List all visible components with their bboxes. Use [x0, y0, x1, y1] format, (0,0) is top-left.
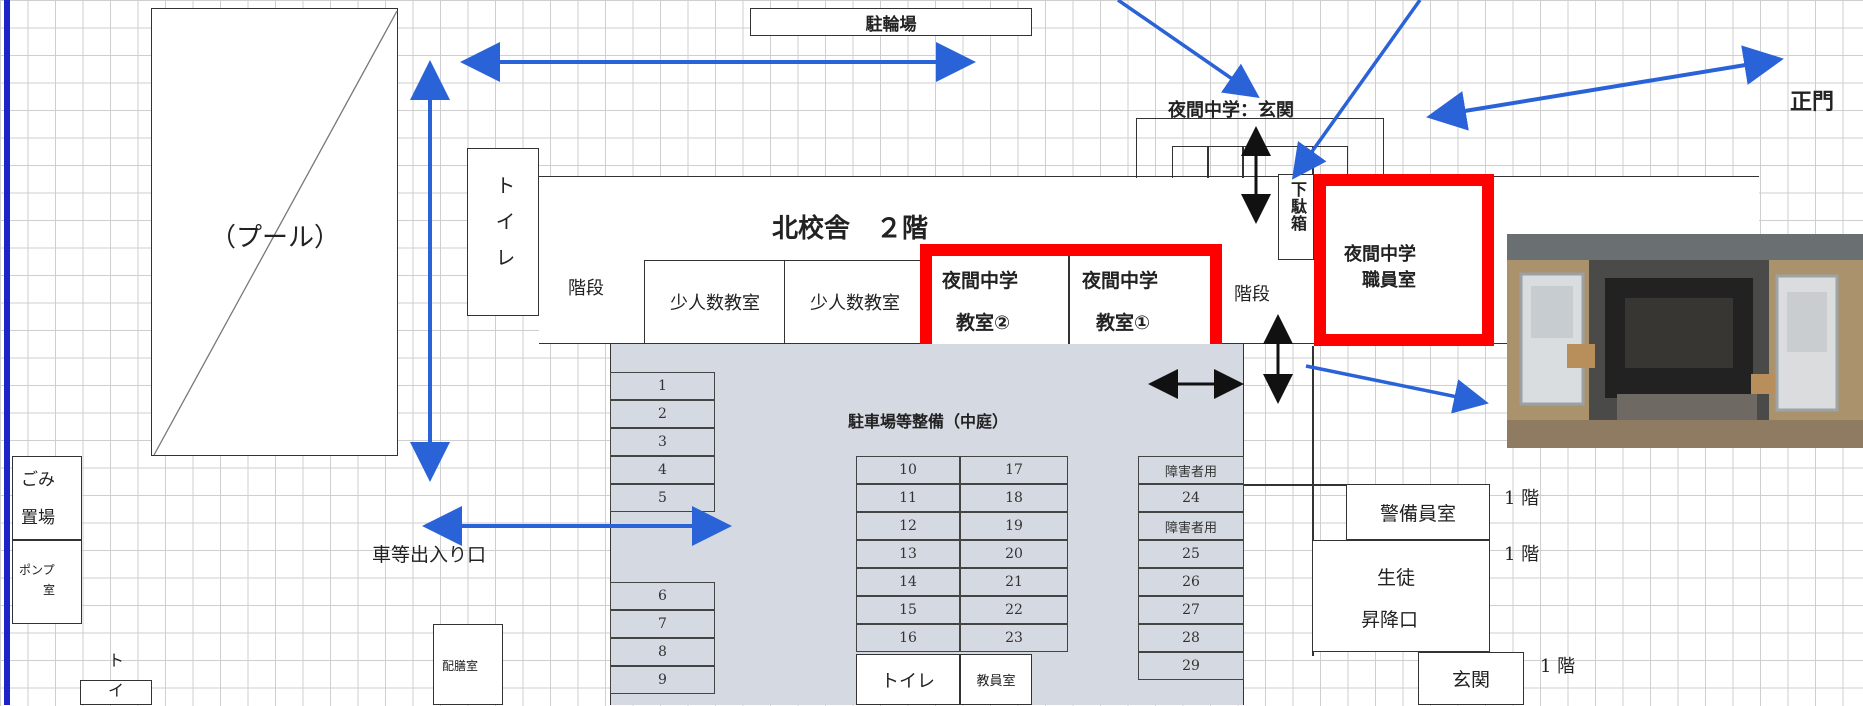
parking-space-20: 20: [960, 540, 1068, 568]
student-line1: 生徒: [1377, 567, 1416, 589]
entrance-divider-1: [1207, 146, 1209, 178]
parking-space-3: 3: [610, 428, 715, 456]
arrow-to-photo: [1305, 364, 1489, 414]
parking-space-22: 22: [960, 596, 1068, 624]
pump-line2: 室: [43, 583, 56, 597]
parking-space-14: 14: [856, 568, 960, 596]
parking-space-26: 26: [1138, 568, 1244, 596]
distribution-label: 配膳室: [442, 659, 479, 673]
pool-diagonal: [153, 10, 398, 456]
pool: （プール）: [151, 8, 398, 456]
pump-room: ポンプ 室: [12, 540, 82, 624]
parking-space-1: 1: [610, 372, 715, 400]
night-staff-room: [1314, 174, 1494, 346]
main-entrance: 玄関: [1418, 652, 1524, 705]
night-classroom-1-line1: 夜間中学: [1082, 270, 1159, 292]
front-gate: 正門: [1790, 90, 1835, 115]
staff-room-small: 教員室: [960, 654, 1032, 705]
floor1-label-a: 1 階: [1504, 488, 1540, 509]
parking-space-15: 15: [856, 596, 960, 624]
pump-line1: ポンプ: [19, 563, 55, 577]
courtyard-label: 駐車場等整備（中庭）: [848, 412, 1009, 431]
night-staff-line2: 職員室: [1362, 270, 1416, 291]
parking-space-18: 18: [960, 484, 1068, 512]
parking-space-11: 11: [856, 484, 960, 512]
right-wing-line: [1312, 346, 1314, 656]
bicycle-parking: 駐輪場: [750, 8, 1032, 36]
toilet-bottom-left-label: トイ: [108, 651, 125, 700]
student-line2: 昇降口: [1361, 609, 1419, 631]
parking-space-10: 10: [856, 456, 960, 484]
stairs-left: 階段: [568, 278, 604, 299]
entrance-photo-drawing: [1507, 234, 1863, 448]
distribution-room: 配膳室: [433, 624, 503, 705]
arrow-to-night-entrance: [1117, 0, 1260, 98]
stairs-right: 階段: [1234, 284, 1270, 305]
parking-space-9: 9: [610, 666, 715, 694]
parking-space-28: 28: [1138, 624, 1244, 652]
parking-space-25: 25: [1138, 540, 1244, 568]
garbage-area: ごみ 置場: [12, 456, 82, 540]
night-classroom-1-line2: 教室①: [1096, 312, 1151, 334]
parking-space-13: 13: [856, 540, 960, 568]
toilet-vertical: トイレ: [467, 148, 539, 316]
parking-space-29: 29: [1138, 652, 1244, 680]
parking-accessible-label: 障害者用: [1138, 512, 1244, 540]
small-classroom-1: 少人数教室: [644, 260, 786, 344]
parking-space-23: 23: [960, 624, 1068, 652]
garbage-line2: 置場: [21, 508, 55, 528]
guard-room: 警備員室: [1346, 484, 1490, 540]
toilet-bottom: トイレ: [856, 654, 960, 705]
small-classroom-2: 少人数教室: [784, 260, 926, 344]
parking-space-6: 6: [610, 582, 715, 610]
parking-space-17: 17: [960, 456, 1068, 484]
parking-space-12: 12: [856, 512, 960, 540]
parking-accessible-label: 障害者用: [1138, 456, 1244, 484]
floor1-label-b: 1 階: [1504, 544, 1540, 565]
parking-space-4: 4: [610, 456, 715, 484]
night-classroom-2-line1: 夜間中学: [942, 270, 1019, 292]
toilet-bottom-left: [80, 680, 152, 705]
student-entrance: 生徒 昇降口: [1312, 540, 1490, 652]
parking-space-16: 16: [856, 624, 960, 652]
night-staff-line1: 夜間中学: [1344, 244, 1416, 265]
night-classrooms-highlight: [920, 244, 1222, 356]
building-title: 北校舎 ２階: [772, 214, 929, 244]
parking-space-21: 21: [960, 568, 1068, 596]
parking-space-27: 27: [1138, 596, 1244, 624]
shoe-box: 下駄箱: [1278, 174, 1314, 260]
night-classroom-divider: [1068, 256, 1070, 344]
night-entrance-frame: [1136, 118, 1384, 178]
arrow-front-gate: [1426, 45, 1784, 131]
night-entrance-label: 夜間中学：玄関: [1168, 100, 1294, 121]
guard-connector: [1244, 484, 1348, 486]
floor1-label-c: 1 階: [1540, 656, 1576, 677]
toilet-vertical-label: トイレ: [492, 175, 516, 283]
parking-space-8: 8: [610, 638, 715, 666]
shoe-box-label: 下駄箱: [1288, 181, 1307, 232]
parking-space-24: 24: [1138, 484, 1244, 512]
parking-space-2: 2: [610, 400, 715, 428]
pool-label: （プール）: [210, 223, 341, 253]
vehicle-entrance: 車等出入り口: [372, 544, 487, 566]
parking-space-7: 7: [610, 610, 715, 638]
entrance-photo: [1507, 234, 1863, 448]
page-border: [4, 0, 10, 705]
night-classroom-2-line2: 教室②: [956, 312, 1011, 334]
parking-space-19: 19: [960, 512, 1068, 540]
arrow-to-shoe-box: [1291, 0, 1422, 180]
garbage-line1: ごみ: [21, 470, 55, 490]
